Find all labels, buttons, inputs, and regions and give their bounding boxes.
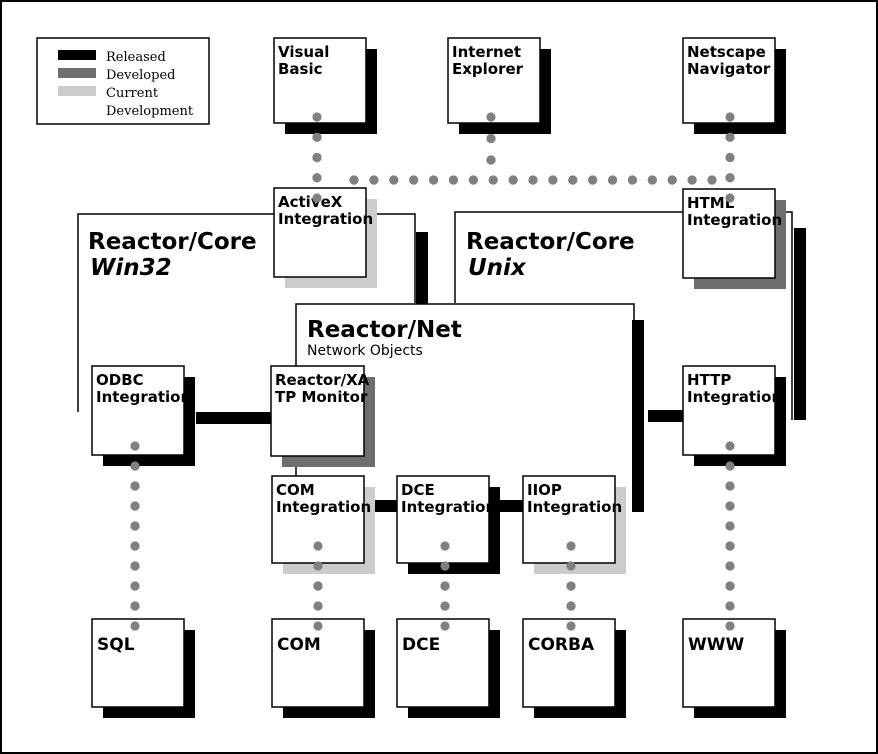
- sql-box-frame: [91, 618, 185, 708]
- corba-box-frame: [522, 618, 616, 708]
- internet-explorer-box-frame: [447, 37, 541, 124]
- iiop-integration-box-line1: IIOP: [527, 481, 562, 499]
- unix-title: Reactor/Core: [466, 229, 635, 255]
- region-reactor-net: Reactor/Net Network Objects: [295, 303, 644, 512]
- com-integration-box-line2: Integration: [276, 498, 371, 516]
- net-http-connector: [648, 410, 684, 422]
- reactor-xa-box-line1: Reactor/XA: [275, 371, 370, 389]
- netscape-navigator-box-line1: Netscape: [687, 43, 766, 61]
- sql-box: SQL: [91, 618, 195, 718]
- www-box: WWW: [682, 618, 786, 718]
- com-box-label: COM: [277, 635, 321, 655]
- legend-swatch-current: [58, 86, 96, 96]
- activex-box-frame: [273, 187, 367, 278]
- dce-integration-box-line1: DCE: [401, 481, 435, 499]
- link-dce-int-dce: [440, 541, 450, 631]
- link-explorer-bus: [486, 112, 496, 165]
- com-box-frame: [271, 618, 365, 708]
- visual-basic-box-line1: Visual: [278, 43, 329, 61]
- dce-box-label: DCE: [402, 635, 440, 655]
- dotted-links-front: [130, 112, 735, 631]
- corba-box: CORBA: [522, 618, 626, 718]
- visual-basic-box-line2: Basic: [278, 60, 323, 78]
- net-title: Reactor/Net: [307, 317, 462, 343]
- www-box-frame: [682, 618, 776, 708]
- www-box-label: WWW: [688, 635, 745, 655]
- legend-label-developed: Developed: [106, 68, 175, 83]
- link-odbc-sql: [130, 441, 140, 631]
- odbc-box-line2: Integration: [96, 388, 191, 406]
- internet-explorer-box-line1: Internet: [452, 43, 521, 61]
- activex-box-line2: Integration: [278, 210, 373, 228]
- odbc-box-frame: [91, 365, 185, 456]
- region-core-unix: Reactor/Core Unix: [454, 211, 806, 420]
- odbc-box-line1: ODBC: [96, 371, 144, 389]
- legend-swatch-developed: [58, 68, 96, 78]
- win32-title: Reactor/Core: [88, 229, 257, 255]
- unix-subtitle: Unix: [468, 255, 527, 281]
- http-box-line1: HTTP: [687, 371, 731, 389]
- reactor-xa-box-frame: [270, 365, 365, 457]
- netscape-navigator-box-frame: [682, 37, 776, 124]
- link-iiop-corba: [566, 541, 576, 631]
- link-netscape-html: [725, 112, 735, 203]
- dce-box-frame: [396, 618, 490, 708]
- odbc-xa-connector: [196, 412, 272, 424]
- legend-swatch-released: [58, 50, 96, 60]
- win32-subtitle: Win32: [90, 255, 172, 281]
- activex-box-line1: ActiveX: [278, 193, 343, 211]
- region-core-win32: Reactor/Core Win32: [77, 213, 428, 412]
- link-http-www: [725, 441, 735, 631]
- iiop-integration-box-line2: Integration: [527, 498, 622, 516]
- com-box: COM: [271, 618, 375, 718]
- legend: Released Developed Current Development: [36, 37, 210, 125]
- net-subtitle: Network Objects: [307, 343, 423, 359]
- sql-box-label: SQL: [97, 635, 135, 655]
- legend-label-development: Development: [106, 104, 194, 119]
- html-box-frame: [682, 188, 776, 279]
- internet-explorer-box-line2: Explorer: [452, 60, 524, 78]
- http-box-frame: [682, 365, 776, 456]
- legend-label-current: Current: [106, 86, 159, 101]
- legend-label-released: Released: [106, 50, 166, 65]
- dotted-links-overlay: [130, 112, 735, 631]
- http-box-line2: Integration: [687, 388, 782, 406]
- com-integration-box-line1: COM: [276, 481, 315, 499]
- legend-frame: [36, 37, 210, 125]
- html-box-line2: Integration: [687, 211, 782, 229]
- dce-integration-box-line2: Integration: [401, 498, 496, 516]
- link-com-int-com: [313, 541, 323, 631]
- connectors: [196, 410, 684, 512]
- link-browser-bus: [349, 175, 717, 185]
- html-box-line1: HTML: [687, 194, 735, 212]
- dce-box: DCE: [396, 618, 500, 718]
- netscape-navigator-box-line2: Navigator: [687, 60, 771, 78]
- corba-box-label: CORBA: [528, 635, 595, 655]
- visual-basic-box-frame: [273, 37, 367, 124]
- link-visualbasic-activex: [312, 112, 322, 203]
- reactor-xa-box-line2: TP Monitor: [275, 388, 368, 406]
